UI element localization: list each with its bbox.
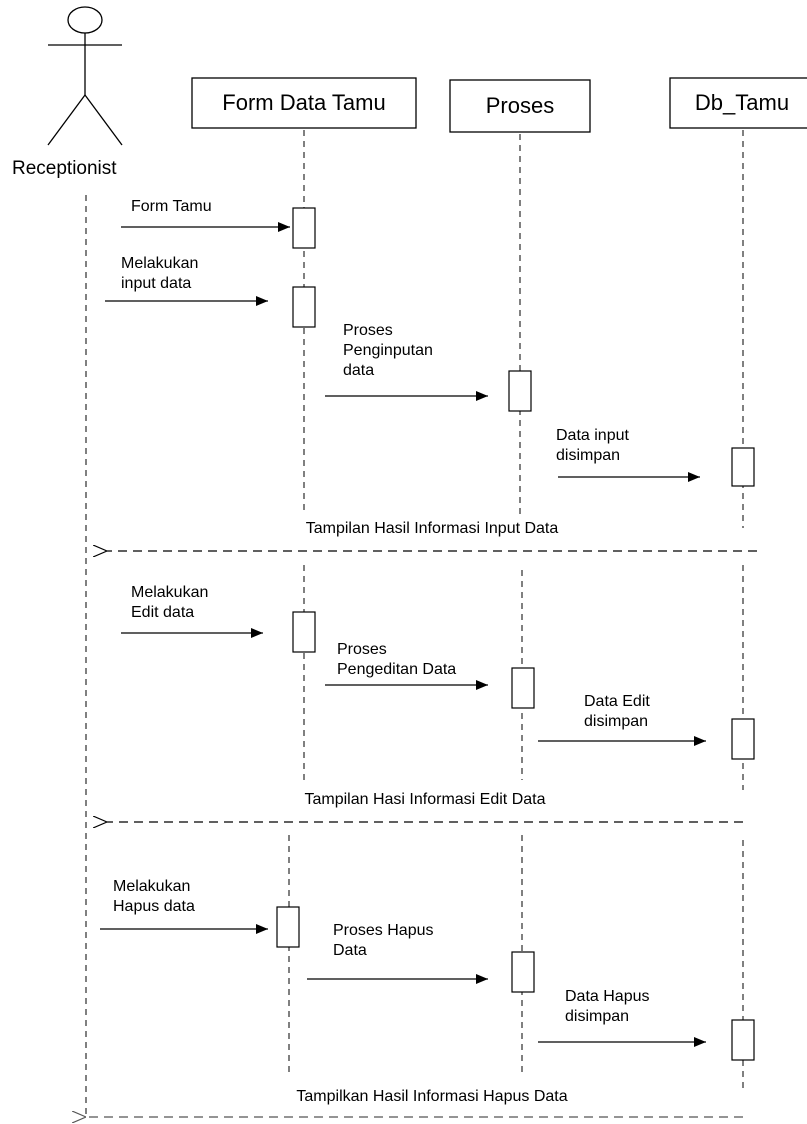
msg-label-proses-input: Proses Penginputan data xyxy=(343,322,437,379)
msg-label-proses-edit: Proses Pengeditan Data xyxy=(337,641,456,678)
lifeline-label-proses: Proses xyxy=(486,93,554,118)
activation-db-1 xyxy=(731,447,755,487)
msg-label-hapus-saved: Data Hapus disimpan xyxy=(565,988,654,1025)
return-label-input: Tampilan Hasil Informasi Input Data xyxy=(306,520,559,537)
messages xyxy=(100,222,706,1047)
lifeline-label-form: Form Data Tamu xyxy=(222,90,385,115)
activation-form-4 xyxy=(276,906,300,948)
actor-icon xyxy=(47,6,123,146)
activation-form-3 xyxy=(292,611,316,653)
msg-label-input-data: Melakukan input data xyxy=(121,255,203,292)
activation-form-2 xyxy=(292,286,316,328)
activation-proses-3 xyxy=(511,951,535,993)
activation-db-3 xyxy=(731,1019,755,1061)
activations xyxy=(276,207,755,1061)
lifeline-label-db: Db_Tamu xyxy=(695,90,789,115)
activation-db-2 xyxy=(731,718,755,760)
msg-label-hapus-data: Melakukan Hapus data xyxy=(113,878,195,915)
activation-proses-2 xyxy=(511,667,535,709)
msg-label-form-tamu: Form Tamu xyxy=(131,198,212,215)
lifeline-header-form: Form Data Tamu xyxy=(191,77,417,129)
activation-form-1 xyxy=(292,207,316,249)
return-label-hapus: Tampilkan Hasil Informasi Hapus Data xyxy=(296,1088,567,1105)
msg-label-proses-hapus: Proses Hapus Data xyxy=(333,922,438,959)
return-label-edit: Tampilan Hasi Informasi Edit Data xyxy=(305,791,546,808)
msg-label-input-saved: Data input disimpan xyxy=(556,427,633,464)
lifeline-header-db: Db_Tamu xyxy=(669,77,807,129)
activation-proses-1 xyxy=(508,370,532,412)
lifeline-header-proses: Proses xyxy=(449,79,591,133)
msg-label-edit-data: Melakukan Edit data xyxy=(131,584,213,621)
msg-label-edit-saved: Data Edit disimpan xyxy=(584,693,654,730)
actor-label: Receptionist xyxy=(12,158,117,179)
